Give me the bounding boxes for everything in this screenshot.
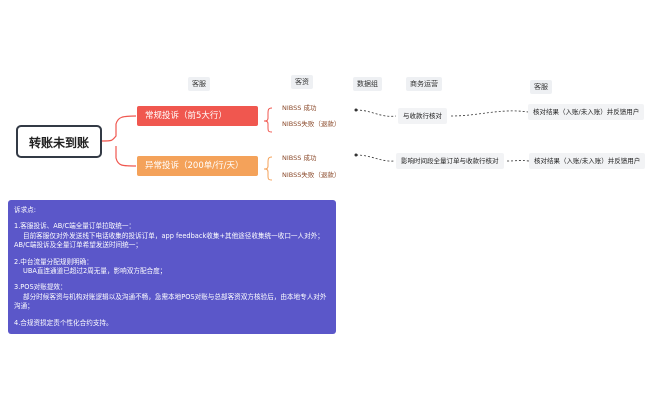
- notes-p3-body: 部分时候客资与机构对账逻辑以及沟通不畅，急需本地POS对账与总部客资双方核验后，…: [14, 292, 327, 311]
- leaf-regular-success: NIBSS 成功: [282, 104, 317, 112]
- header-shangwu: 商务运营: [406, 77, 442, 91]
- process-abnormal[interactable]: 影响时间段全量订单与收款行核对: [396, 153, 504, 169]
- result-regular[interactable]: 核对结果（入账/未入账）并反馈用户: [528, 104, 645, 120]
- notes-p2-title: 2.中台流量分配规则明确：: [14, 257, 93, 266]
- header-kefu: 客服: [188, 77, 210, 91]
- notes-title: 诉求点:: [14, 206, 37, 214]
- leaf-bracket-1: [263, 107, 273, 133]
- flow-dot-1: [354, 108, 358, 112]
- leaf-bracket-2: [263, 156, 273, 181]
- flow-line-2: [450, 110, 529, 117]
- flow-dot-3: [354, 153, 358, 157]
- category-abnormal[interactable]: 异常投诉（200单/行/天）: [137, 156, 258, 176]
- root-bracket: [101, 115, 137, 167]
- root-node[interactable]: 转账未到账: [16, 125, 102, 158]
- flow-line-3: [355, 154, 395, 162]
- leaf-abnormal-success: NIBSS 成功: [282, 154, 317, 162]
- notes-p3-title: 3.POS对账提效：: [14, 283, 67, 292]
- header-shujuzu: 数据组: [353, 77, 382, 91]
- category-regular[interactable]: 常规投诉（前5大行）: [137, 106, 258, 126]
- process-regular[interactable]: 与收款行核对: [398, 108, 447, 124]
- flow-line-1: [355, 109, 397, 117]
- header-kefu-2: 客服: [530, 80, 552, 94]
- header-keyuan: 客资: [291, 75, 313, 89]
- result-abnormal[interactable]: 核对结果（入账/未入账）并反馈用户: [529, 153, 646, 169]
- notes-p1-title: 1.客服投诉、AB/C端全量订单拉取统一：: [14, 222, 136, 231]
- notes-p4: 4.合规资损定责个性化合约支持。: [14, 318, 113, 327]
- notes-p2-body: UBA直连通道已超过2周无量，影响双方配合度；: [23, 267, 167, 276]
- leaf-regular-fail: NIBSS失败（退款）: [282, 120, 341, 128]
- notes-p1-body: 目前客服仅对外发送线下电话收集的投诉订单，app feedback收集+其他途径…: [14, 231, 324, 250]
- leaf-abnormal-fail: NIBSS失败（退款）: [282, 171, 341, 179]
- notes-panel: 诉求点: 1.客服投诉、AB/C端全量订单拉取统一： 目前客服仅对外发送线下电话…: [8, 200, 336, 334]
